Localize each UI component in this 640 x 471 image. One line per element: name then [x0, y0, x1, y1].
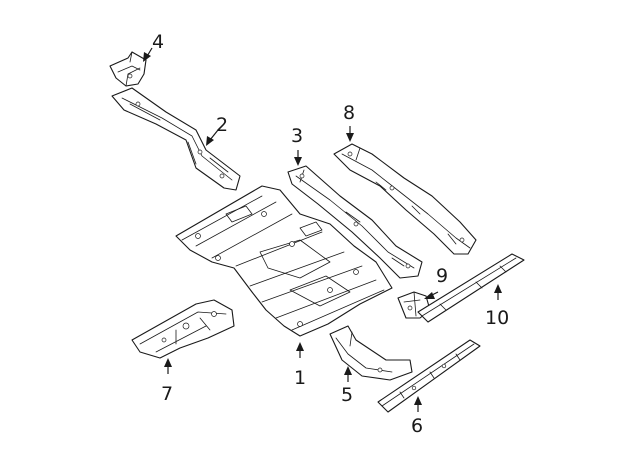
part-4-bracket	[109, 51, 147, 87]
callout-4: 4	[152, 31, 164, 53]
callout-3: 3	[291, 125, 303, 147]
part-5-extension	[329, 325, 413, 381]
part-6-sill	[377, 339, 481, 413]
callout-2: 2	[216, 114, 228, 136]
callout-7: 7	[161, 383, 173, 405]
callout-10: 10	[485, 307, 509, 329]
callout-leaders	[143, 47, 502, 412]
part-7-bracket	[131, 299, 235, 359]
part-10-rocker	[417, 253, 525, 323]
part-3-floor-rail	[287, 165, 423, 279]
part-1-floor-pan	[175, 185, 393, 337]
callout-8: 8	[343, 102, 355, 124]
callout-labels: 4 2 3 8 9 10 1 5 6 7	[152, 31, 509, 437]
callout-6: 6	[411, 415, 423, 437]
part-2-rail	[111, 87, 241, 191]
callout-5: 5	[341, 384, 353, 406]
callout-9: 9	[436, 265, 448, 287]
callout-1: 1	[294, 367, 306, 389]
part-8-cross-member	[333, 143, 477, 255]
